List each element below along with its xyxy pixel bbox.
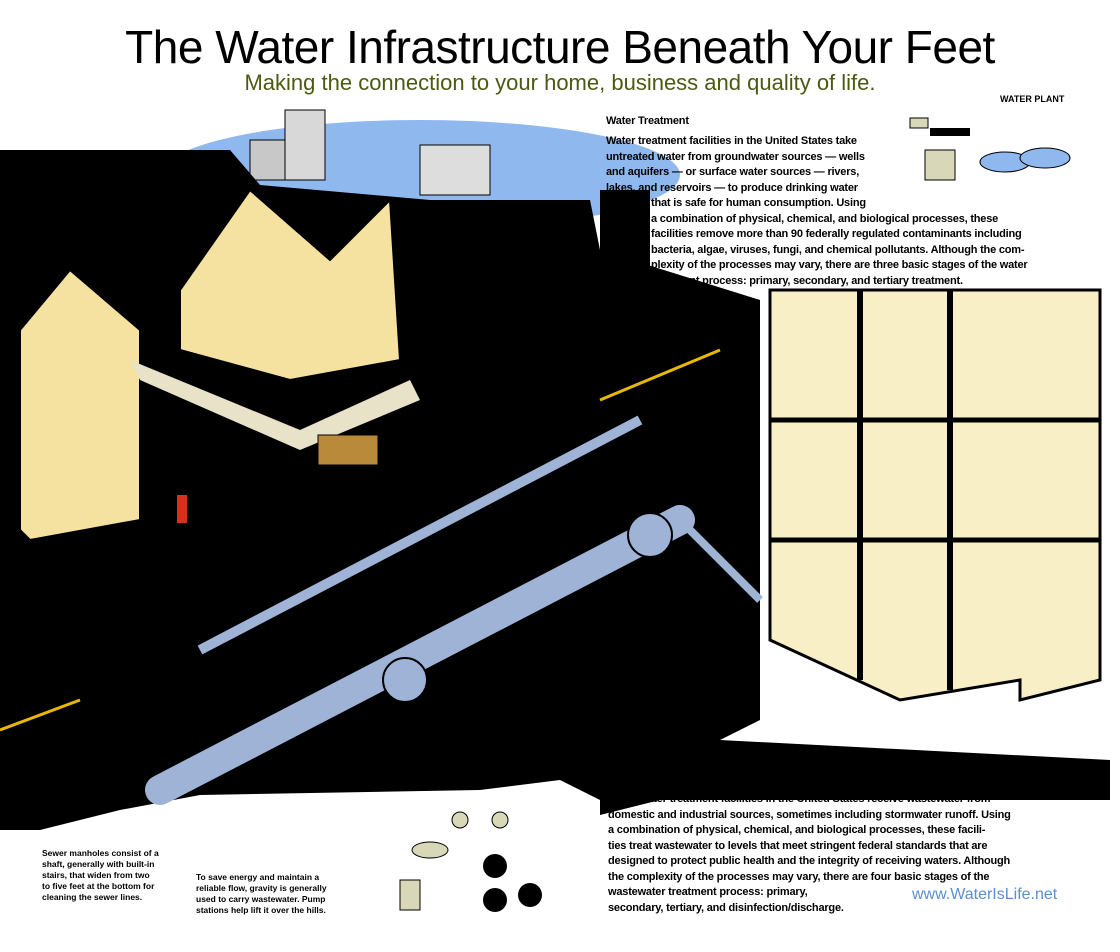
- text-line: stations help lift it over the hills.: [196, 905, 326, 915]
- page-title: The Water Infrastructure Beneath Your Fe…: [125, 21, 995, 73]
- text-line: designed to protect public health and th…: [608, 855, 1011, 867]
- wastewater-plant-icon: [399, 811, 542, 912]
- text-line: lakes, and reservoirs — to produce drink…: [606, 181, 858, 194]
- text-line: Wastewater treatment facilities in the U…: [608, 793, 991, 805]
- text-line: bacteria, algae, viruses, fungi, and che…: [651, 243, 1025, 256]
- text-line: wastewater treatment process: primary,: [608, 886, 808, 898]
- text-line: to five feet at the bottom for: [42, 881, 155, 891]
- text-line: cleaning the sewer lines.: [42, 892, 143, 902]
- text-line: that is safe for human consumption. Usin…: [651, 197, 866, 209]
- city-building: [284, 109, 326, 181]
- factory: [419, 144, 491, 196]
- text-line: a combination of physical, chemical, and…: [608, 824, 986, 836]
- city-building: [249, 139, 286, 181]
- text-line: treatment process: primary, secondary, a…: [651, 274, 963, 287]
- text-line: ties treat wastewater to levels that mee…: [608, 839, 988, 852]
- text-line: plexity of the processes may vary, there…: [651, 259, 1028, 271]
- page-subtitle: Making the connection to your home, busi…: [244, 70, 876, 95]
- right-building: [768, 288, 1102, 702]
- valve: [382, 657, 428, 703]
- text-line: reliable flow, gravity is generally: [196, 883, 327, 893]
- text-line: a combination of physical, chemical, and…: [651, 212, 999, 225]
- text-line: used to carry wastewater. Pump: [196, 894, 326, 904]
- text-line: To save energy and maintain a: [196, 872, 320, 882]
- text-line: facilities remove more than 90 federally…: [651, 228, 1022, 240]
- wastewater-treatment-text: Wastewater treatment facilities in the U…: [608, 792, 1011, 916]
- text-line: stairs, that widen from two: [42, 870, 150, 880]
- water-treatment-text: Water treatment facilities in the United…: [606, 134, 1028, 289]
- text-line: untreated water from groundwater sources…: [606, 150, 865, 163]
- house-left: [19, 268, 141, 542]
- sidewalk: [130, 360, 420, 450]
- text-line: Water treatment facilities in the United…: [606, 135, 857, 147]
- gravity-callout: To save energy and maintain a reliable f…: [196, 872, 327, 916]
- water-main-pipe: [145, 505, 695, 805]
- fire-hydrant: [177, 495, 187, 523]
- water-plant-icon: [909, 117, 1071, 181]
- text-line: and aquifers — or surface water sources …: [606, 166, 860, 178]
- text-line: the complexity of the processes may vary…: [608, 870, 990, 883]
- road-line: [0, 698, 81, 732]
- text-line: domestic and industrial sources, sometim…: [608, 808, 1011, 821]
- text-line: Sewer manholes consist of a: [42, 848, 159, 858]
- storm-drain: [317, 434, 379, 466]
- manhole-callout: Sewer manholes consist of a shaft, gener…: [42, 848, 159, 903]
- text-line: secondary, tertiary, and disinfection/di…: [608, 901, 844, 914]
- website-link[interactable]: www.WaterIsLife.net: [912, 886, 1058, 903]
- text-line: shaft, generally with built-in: [42, 859, 155, 869]
- water-plant-label: WATER PLANT: [1000, 94, 1065, 104]
- service-pipe: [197, 415, 643, 655]
- house-middle: [179, 188, 402, 382]
- water-treatment-heading: Water Treatment: [606, 115, 689, 127]
